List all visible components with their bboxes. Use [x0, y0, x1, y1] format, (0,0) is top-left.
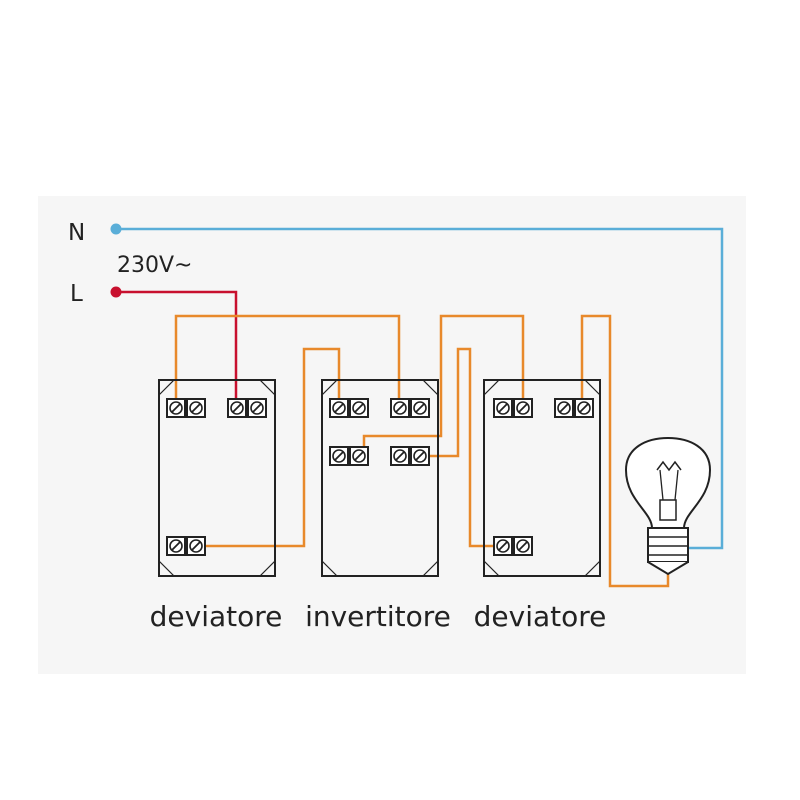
terminal-icon: [554, 398, 574, 418]
neutral-label: N: [68, 220, 85, 246]
terminal-icon: [410, 446, 430, 466]
terminal-icon: [329, 446, 349, 466]
neutral-wire: [116, 227, 724, 550]
terminal-icon: [349, 398, 369, 418]
terminal-icon: [493, 536, 513, 556]
terminal-icon: [513, 536, 533, 556]
line-wire: [116, 290, 238, 408]
traveller-wires: [174, 314, 670, 588]
line-label: L: [70, 281, 83, 307]
neutral-terminal-dot: [110, 223, 122, 235]
terminal-icon: [493, 398, 513, 418]
terminal-icon: [186, 536, 206, 556]
terminal-icon: [574, 398, 594, 418]
deviatore-left-label: deviatore: [150, 600, 283, 633]
invertitore-label: invertitore: [305, 600, 451, 633]
terminal-icon: [513, 398, 533, 418]
terminal-icon: [227, 398, 247, 418]
terminal-icon: [166, 536, 186, 556]
terminal-blocks: [166, 398, 594, 556]
terminal-icon: [166, 398, 186, 418]
terminal-icon: [247, 398, 267, 418]
line-terminal-dot: [110, 286, 122, 298]
invertitore: [321, 379, 439, 577]
light-bulb-icon: [624, 436, 712, 576]
terminal-icon: [410, 398, 430, 418]
terminal-icon: [329, 398, 349, 418]
terminal-icon: [390, 446, 410, 466]
terminal-icon: [349, 446, 369, 466]
terminal-icon: [186, 398, 206, 418]
terminal-icon: [390, 398, 410, 418]
deviatore-right: [483, 379, 601, 577]
voltage-label: 230V~: [117, 253, 192, 278]
deviatore-right-label: deviatore: [474, 600, 607, 633]
deviatore-left: [158, 379, 276, 577]
